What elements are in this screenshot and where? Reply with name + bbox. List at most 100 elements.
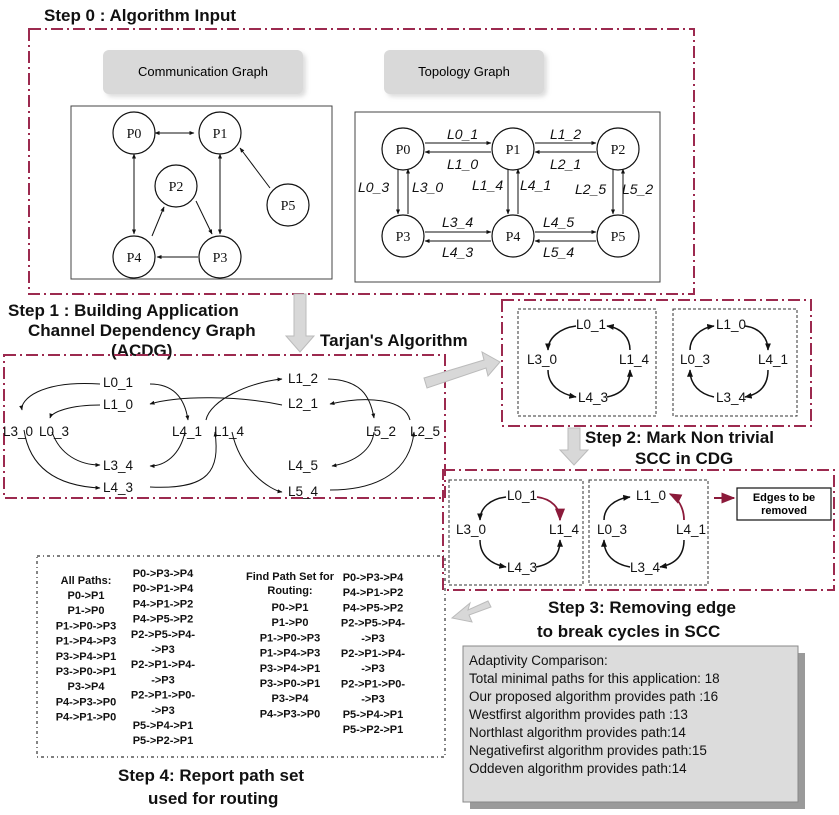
topo-link-l4_5: L4_5: [543, 214, 574, 230]
all-paths-item: P5->P2->P1: [133, 735, 194, 747]
topo-node-p0: P0: [396, 143, 411, 158]
scc-b-l4_1: L4_1: [758, 352, 788, 367]
topo-link-l1_0: L1_0: [447, 156, 478, 172]
arrow-step1-to-step2: [423, 351, 501, 389]
topo-link-l3_0: L3_0: [412, 179, 443, 195]
topo-link-l1_4: L1_4: [472, 177, 503, 193]
all-paths-item: ->P3: [151, 644, 175, 656]
communication-graph: P0 P1 P2 P3 P4 P5: [112, 111, 310, 279]
acdg-graph: L0_1 L1_0 L1_2 L2_1 L3_0 L0_3 L4_1 L1_4 …: [3, 371, 440, 499]
comm-node-p2: P2: [169, 180, 184, 195]
scc3-b-l4_1: L4_1: [676, 522, 706, 537]
scc-a-l0_1: L0_1: [576, 317, 606, 332]
all-paths-item: P3->P4->P1: [56, 651, 117, 663]
step3-frame: [442, 469, 835, 591]
comm-node-p0: P0: [127, 127, 142, 142]
all-paths-item: ->P3: [151, 705, 175, 717]
all-paths-item: P4->P3->P0: [56, 696, 117, 708]
acdg-node-l1_4: L1_4: [214, 424, 245, 439]
step4-title-line2: used for routing: [148, 789, 278, 808]
find-paths-item: P0->P1: [272, 602, 309, 614]
topo-graph-title: Topology Graph: [418, 64, 510, 79]
topo-link-l4_1: L4_1: [520, 177, 551, 193]
step0-title: Step 0 : Algorithm Input: [44, 6, 236, 25]
step4-frame: [36, 555, 446, 758]
comm-node-p1: P1: [213, 127, 228, 142]
find-paths-item: ->P3: [361, 633, 385, 645]
scc3-a-l3_0: L3_0: [456, 522, 486, 537]
legend-edges-removed: Edges to be removed: [714, 487, 832, 521]
acdg-node-l2_5: L2_5: [410, 424, 440, 439]
topo-node-p2: P2: [611, 143, 626, 158]
acdg-node-l3_0: L3_0: [3, 424, 33, 439]
topo-node-p4: P4: [506, 230, 521, 245]
all-paths-title: All Paths:: [61, 575, 112, 587]
acdg-node-l2_1: L2_1: [288, 396, 318, 411]
topo-link-l2_5: L2_5: [575, 181, 606, 197]
step1-frame: [3, 354, 446, 499]
find-path-set-list: Find Path Set for Routing: P0->P1P1->P0P…: [246, 571, 405, 736]
topo-link-l0_1: L0_1: [447, 126, 478, 142]
find-paths-item: P5->P4->P1: [343, 709, 404, 721]
topo-link-l1_2: L1_2: [550, 126, 581, 142]
adaptivity-comparison-box: Adaptivity Comparison:Total minimal path…: [462, 645, 805, 809]
find-paths-item: P1->P4->P3: [260, 648, 321, 660]
comparison-line: Our proposed algorithm provides path :16: [469, 689, 718, 704]
scc3-a-l4_3: L4_3: [507, 560, 537, 575]
scc3-b-l1_0: L1_0: [636, 488, 666, 503]
all-paths-item: P0->P1->P4: [133, 583, 194, 595]
comparison-line: Northlast algorithm provides path:14: [469, 725, 686, 740]
all-paths-item: P1->P4->P3: [56, 636, 117, 648]
step3-scc-b-box: [588, 479, 709, 586]
step2-title-line1: Step 2: Mark Non trivial: [585, 428, 774, 447]
comparison-line: Oddeven algorithm provides path:14: [469, 761, 687, 776]
acdg-node-l4_3: L4_3: [103, 480, 133, 495]
acdg-node-l5_2: L5_2: [366, 424, 396, 439]
all-paths-item: ->P3: [151, 674, 175, 686]
all-paths-list: All Paths: P0->P1P1->P0P1->P0->P3P1->P4-…: [56, 568, 196, 747]
find-paths-item: P3->P0->P1: [260, 678, 321, 690]
down-arrow-step2-to-step3: [558, 427, 590, 466]
find-paths-item: P4->P5->P2: [343, 602, 404, 614]
find-paths-item: P3->P4: [272, 693, 310, 705]
acdg-node-l0_3: L0_3: [39, 424, 69, 439]
find-paths-item: P3->P4->P1: [260, 663, 321, 675]
acdg-node-l1_0: L1_0: [103, 397, 133, 412]
step3-removed-edge-b: [668, 493, 685, 521]
legend-text-line1: Edges to be: [753, 492, 815, 504]
all-paths-item: P1->P0: [68, 605, 105, 617]
find-paths-item: P4->P1->P2: [343, 587, 404, 599]
find-paths-item: ->P3: [361, 663, 385, 675]
all-paths-item: P0->P3->P4: [133, 568, 194, 580]
acdg-node-l4_1: L4_1: [172, 424, 202, 439]
topology-graph-panel: [354, 111, 661, 283]
topo-link-l4_3: L4_3: [442, 244, 473, 260]
step2-title-line2: SCC in CDG: [635, 449, 733, 468]
find-paths-title-line1: Find Path Set for: [246, 571, 335, 583]
topo-node-p1: P1: [506, 143, 521, 158]
find-paths-item: ->P3: [361, 694, 385, 706]
find-paths-item: P2->P1->P4-: [341, 648, 406, 660]
tarjan-label: Tarjan's Algorithm: [320, 331, 468, 350]
scc-b-l1_0: L1_0: [716, 317, 746, 332]
all-paths-item: P4->P1->P2: [133, 598, 194, 610]
all-paths-item: P4->P1->P0: [56, 712, 117, 724]
communication-graph-panel: [70, 105, 333, 280]
step3-scc-b: L1_0 L0_3 L4_1 L3_4: [597, 488, 706, 575]
find-paths-item: P2->P1->P0-: [341, 678, 406, 690]
step3-scc-a-box: [448, 479, 584, 586]
step1-title-line1: Step 1 : Building Application: [8, 301, 239, 320]
all-paths-item: P0->P1: [68, 590, 105, 602]
scc-b-l3_4: L3_4: [716, 390, 747, 405]
acdg-node-l1_2: L1_2: [288, 371, 318, 386]
all-paths-item: P4->P5->P2: [133, 614, 194, 626]
step1-title-line2: Channel Dependency Graph: [28, 321, 256, 340]
find-paths-item: P2->P5->P4-: [341, 618, 406, 630]
acdg-node-l5_4: L5_4: [288, 484, 319, 499]
step3-removed-edge-a: [536, 496, 566, 522]
comm-graph-title: Communication Graph: [138, 64, 268, 79]
topo-link-l2_1: L2_1: [550, 156, 581, 172]
step4-title-line1: Step 4: Report path set: [118, 766, 304, 785]
scc3-a-l0_1: L0_1: [507, 488, 537, 503]
scc3-a-l1_4: L1_4: [549, 522, 580, 537]
